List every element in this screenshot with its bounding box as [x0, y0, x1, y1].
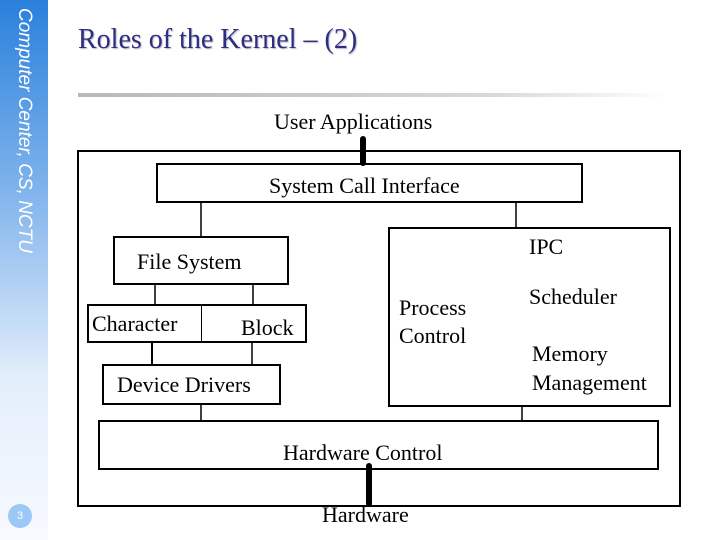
file-system-label: File System [137, 249, 242, 274]
sidebar-title: Computer Center, CS, NCTU [14, 8, 35, 253]
hardware-control-label: Hardware Control [283, 440, 443, 465]
character-label: Character [92, 311, 178, 336]
file-system-box: File System [113, 236, 289, 285]
character-block-divider [201, 306, 202, 341]
process-label: Process [399, 295, 467, 320]
hardware-label: Hardware [322, 502, 409, 527]
system-call-interface-label: System Call Interface [269, 173, 460, 198]
management-label: Management [532, 370, 647, 395]
page-number: 3 [8, 504, 32, 528]
ipc-label: IPC [529, 234, 564, 259]
control-label: Control [399, 323, 467, 348]
title-divider [78, 93, 668, 97]
hardware-control-box: Hardware Control [98, 420, 659, 470]
user-applications-label: User Applications [274, 109, 433, 134]
character-block-box: Character Block [87, 304, 307, 343]
sidebar: Computer Center, CS, NCTU 3 [0, 0, 48, 540]
block-label: Block [241, 315, 294, 340]
scheduler-label: Scheduler [529, 284, 617, 309]
slide-title: Roles of the Kernel – (2) [78, 24, 358, 55]
process-control-box: IPC Process Control Scheduler Memory Man… [388, 227, 671, 407]
device-drivers-label: Device Drivers [117, 372, 251, 397]
memory-label: Memory [532, 341, 608, 366]
system-call-interface-box: System Call Interface [156, 163, 583, 203]
device-drivers-box: Device Drivers [102, 364, 281, 405]
